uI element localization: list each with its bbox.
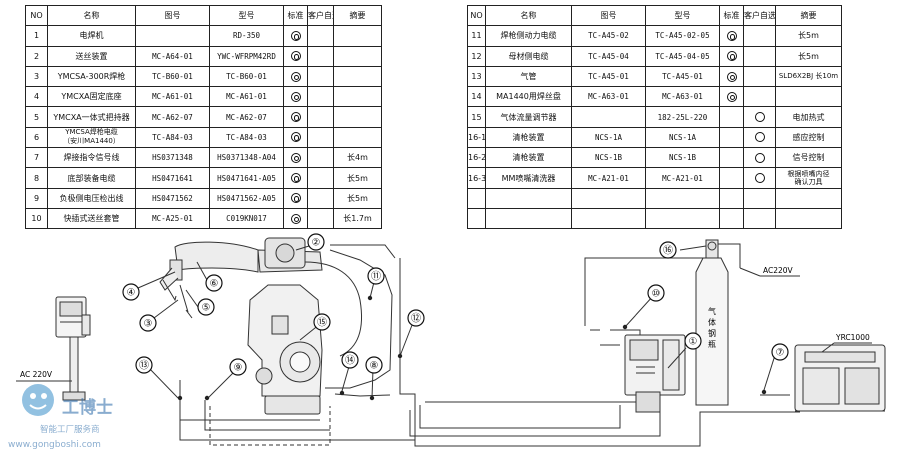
optional-circle-icon (754, 132, 765, 143)
standard-circle-icon (290, 71, 301, 82)
welding-power-source (624, 334, 686, 413)
watermark-url: www.gongboshi.com (8, 440, 101, 450)
robot-controller (794, 344, 886, 412)
callout-number: ⑦ (776, 348, 785, 359)
watermark-name: 工博士 (62, 397, 113, 418)
robot-arm (159, 237, 363, 415)
standard-circle-icon (726, 51, 737, 62)
standard-circle-icon (726, 71, 737, 82)
standard-circle-icon (290, 132, 301, 143)
callout-5: ⑤ (197, 298, 215, 316)
callout-8: ⑧ (365, 356, 383, 374)
gas-label-char: 钢 (708, 328, 716, 338)
standard-circle-icon (290, 193, 301, 204)
callout-4: ④ (122, 283, 140, 301)
callout-number: ③ (144, 319, 153, 330)
standard-mark (283, 207, 308, 230)
callout-2: ② (307, 233, 325, 251)
standard-circle-icon (290, 112, 301, 123)
callout-number: ⑧ (370, 361, 379, 372)
gas-label-char: 体 (708, 317, 716, 327)
callout-6: ⑥ (205, 274, 223, 292)
drawing-number: MC-A25-01 (135, 207, 210, 230)
callout-number: ⑩ (652, 289, 661, 300)
note (775, 207, 842, 230)
standard-circle-icon (290, 91, 301, 102)
callout-number: ⑯ (663, 245, 673, 257)
callout-9: ⑨ (229, 358, 247, 376)
callout-number: ⑮ (317, 317, 327, 329)
standard-circle-icon (290, 30, 301, 41)
gas-label-char: 气 (708, 306, 716, 316)
watermark-logo: 工博士 智能工厂服务商 www.gongboshi.com (8, 384, 113, 450)
callout-number: ⑤ (202, 303, 211, 314)
gun-cleaning-station (55, 296, 91, 401)
callout-7: ⑦ (771, 343, 789, 361)
callout-number: ⑭ (345, 355, 355, 367)
watermark-subtitle: 智能工厂服务商 (40, 424, 100, 435)
callout-12: ⑫ (407, 309, 425, 327)
optional-circle-icon (754, 152, 765, 163)
callout-number: ② (312, 238, 321, 249)
callout-10: ⑩ (647, 284, 665, 302)
standard-circle-icon (290, 173, 301, 184)
callout-15: ⑮ (313, 313, 331, 331)
standard-mark (283, 65, 308, 88)
callout-number: ⑥ (210, 279, 219, 290)
standard-mark (283, 167, 308, 189)
callout-14: ⑭ (341, 351, 359, 369)
callout-number: ⑪ (371, 271, 381, 283)
note: 长1.7m (333, 207, 382, 230)
gas-bottle (695, 239, 741, 406)
controller-label: YRC1000 (835, 333, 870, 342)
ac-right-label: AC220V (763, 266, 794, 275)
parts-table-left: NO名称图号型号标准客户自选摘要1电焊机RD-3502送丝装置MC-A64-01… (25, 4, 382, 230)
cable-route-main (399, 258, 800, 447)
gas-label-char: 瓶 (708, 339, 716, 349)
callout-number: ④ (127, 288, 136, 299)
standard-circle-icon (726, 91, 737, 102)
standard-circle-icon (290, 51, 301, 62)
standard-circle-icon (290, 152, 301, 163)
ac-left-label: AC 220V (20, 370, 53, 379)
standard-circle-icon (726, 30, 737, 41)
table-row (467, 207, 842, 230)
standard-circle-icon (290, 213, 301, 224)
optional-circle-icon (754, 112, 765, 123)
callout-11: ⑪ (367, 267, 385, 285)
callout-1: ① (684, 332, 702, 350)
optional-circle-icon (754, 173, 765, 184)
callout-number: ⑫ (411, 313, 421, 325)
callout-16: ⑯ (659, 241, 677, 259)
callout-number: ⑨ (234, 363, 243, 374)
callout-13: ⑬ (135, 356, 153, 374)
callouts: ① ② ③ ④ ⑤ ⑥ ⑦ ⑧ ⑨ ⑩ ⑪ ⑫ ⑬ ⑭ ⑮ ⑯ (122, 233, 789, 376)
callout-number: ⑬ (139, 360, 149, 372)
callout-3: ③ (139, 314, 157, 332)
callout-number: ① (689, 337, 698, 348)
